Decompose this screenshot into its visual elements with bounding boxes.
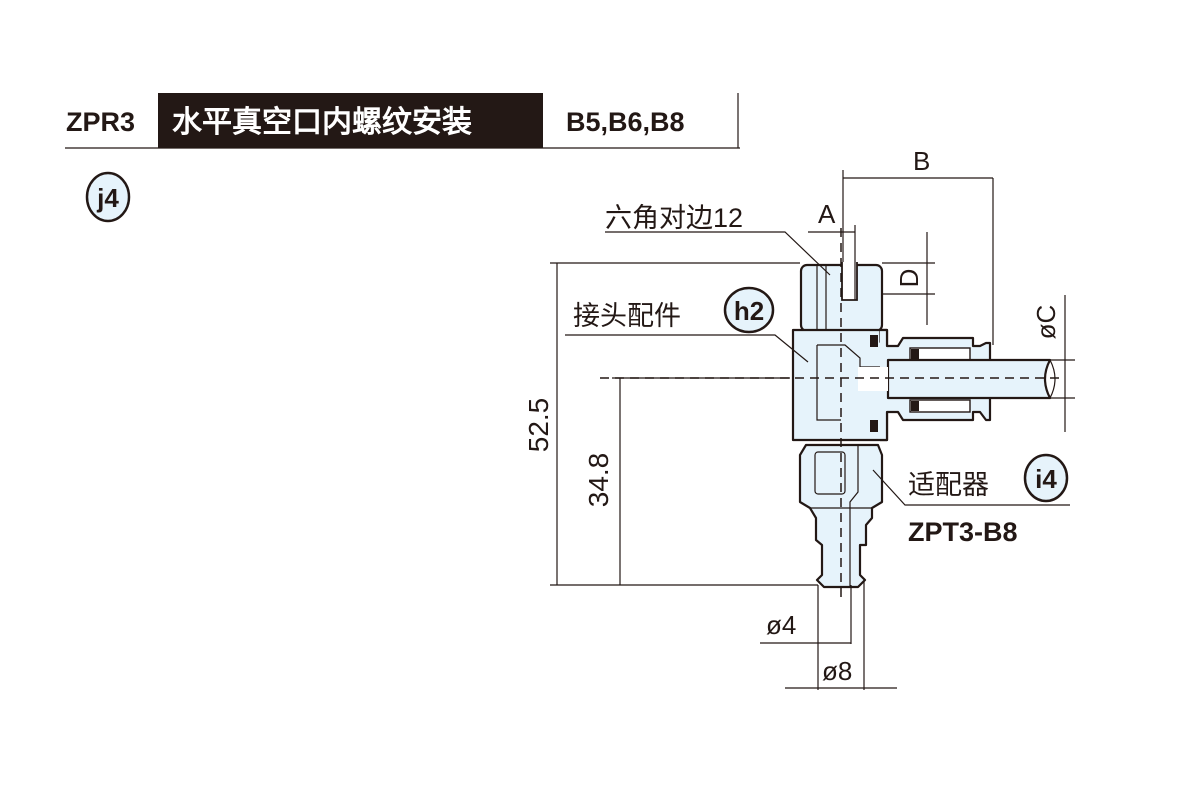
dim-c-label: øC [1031, 305, 1061, 340]
fitting-badge-text: h2 [734, 296, 764, 326]
dim-tip-outer: ø8 [822, 656, 852, 686]
section-badge: j4 [85, 171, 131, 223]
title-background [158, 93, 543, 148]
fitting-badge: h2 [723, 286, 775, 334]
dim-tip-inner: ø4 [766, 610, 796, 640]
dim-b-label: B [913, 146, 930, 176]
adapter-label: 适配器 [908, 470, 989, 500]
dimension-lines [550, 170, 1075, 690]
adapter-badge: i4 [1023, 453, 1069, 503]
model-code: ZPR3 [66, 107, 135, 137]
variant-codes: B5,B6,B8 [566, 107, 685, 137]
fitting-label: 接头配件 [573, 301, 681, 331]
header: ZPR3 水平真空口内螺纹安装 B5,B6,B8 [65, 93, 740, 149]
fitting-body [791, 262, 1056, 442]
adapter-model: ZPT3-B8 [908, 517, 1018, 547]
dim-center-height: 34.8 [583, 453, 614, 508]
dim-overall-height: 52.5 [523, 398, 554, 453]
dim-d-label: D [894, 269, 924, 288]
header-title: 水平真空口内螺纹安装 [172, 106, 472, 139]
section-badge-text: j4 [96, 183, 119, 213]
dim-a-label: A [818, 199, 836, 229]
hex-width-label: 六角对边12 [605, 203, 743, 233]
adapter-badge-text: i4 [1035, 464, 1057, 494]
